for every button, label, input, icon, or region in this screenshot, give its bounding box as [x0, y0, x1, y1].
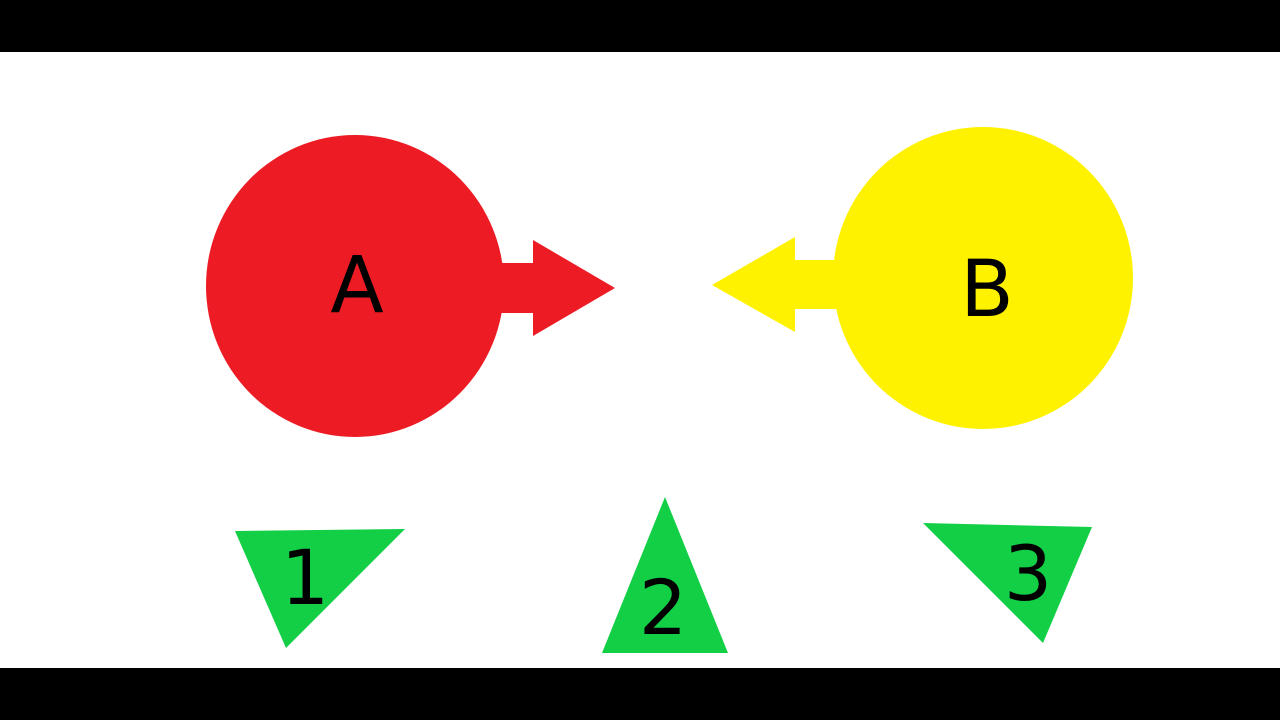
marker-1-triangle	[235, 529, 405, 648]
node-b-circle	[833, 127, 1133, 429]
node-b-arrow	[712, 237, 860, 332]
marker-2: 2	[602, 497, 728, 653]
node-b: B	[712, 127, 1133, 429]
marker-1-label: 1	[281, 533, 329, 622]
node-a-circle	[206, 135, 504, 437]
node-a-arrow	[480, 240, 615, 336]
marker-3-triangle	[923, 523, 1092, 643]
node-b-label: B	[960, 245, 1014, 335]
marker-3-label: 3	[1004, 529, 1052, 618]
node-a-label: A	[330, 241, 383, 331]
letterbox-bottom	[0, 668, 1280, 720]
marker-2-label: 2	[639, 563, 687, 652]
letterbox-top	[0, 0, 1280, 52]
marker-2-triangle	[602, 497, 728, 653]
marker-1: 1	[235, 529, 405, 648]
marker-3: 3	[923, 523, 1092, 643]
node-a: A	[206, 135, 615, 437]
